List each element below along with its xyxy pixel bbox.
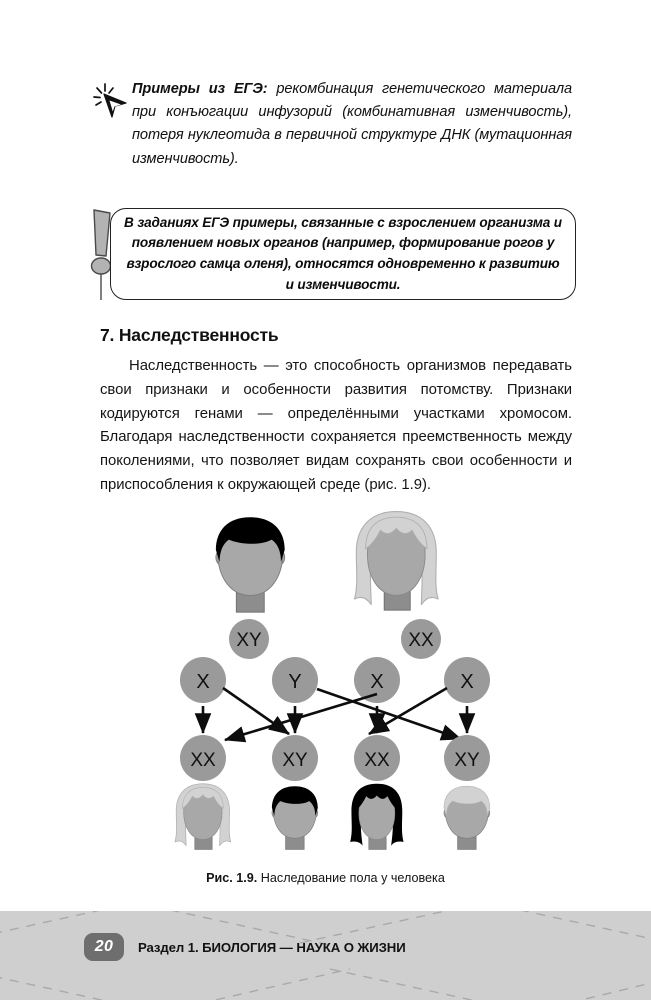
section-paragraph: Наследственность — это способность орган… — [100, 358, 572, 493]
ege-example-text: Примеры из ЕГЭ: рекомбинация генетическо… — [132, 78, 572, 171]
gamete-circle-4: X — [444, 657, 490, 703]
running-title: Раздел 1. БИОЛОГИЯ — НАУКА О ЖИЗНИ — [138, 939, 406, 955]
page-footer: 20 Раздел 1. БИОЛОГИЯ — НАУКА О ЖИЗНИ — [0, 911, 651, 1000]
genotype-circle-mother: XX — [401, 619, 441, 659]
svg-text:X: X — [370, 671, 383, 693]
svg-text:Y: Y — [288, 671, 301, 693]
svg-text:XX: XX — [408, 630, 434, 651]
gamete-circle-2: Y — [272, 657, 318, 703]
figure-caption: Рис. 1.9. Наследование пола у человека — [0, 871, 651, 885]
gamete-circle-1: X — [180, 657, 226, 703]
svg-text:XY: XY — [282, 750, 308, 771]
ege-example-block: Примеры из ЕГЭ: рекомбинация генетическо… — [92, 78, 572, 171]
offspring-circle-2: XY — [272, 735, 318, 781]
footer-pattern — [0, 911, 651, 1000]
genotype-circle-father: XY — [229, 619, 269, 659]
gamete-circle-3: X — [354, 657, 400, 703]
sparkle-cursor-icon — [92, 82, 132, 131]
parent-mother-figure — [353, 511, 439, 611]
child-figure-2 — [271, 785, 319, 850]
svg-text:XX: XX — [364, 750, 390, 771]
svg-text:XY: XY — [236, 630, 262, 651]
figure-caption-text: Наследование пола у человека — [257, 871, 445, 885]
important-callout: В заданиях ЕГЭ примеры, связанные с взро… — [84, 202, 576, 304]
page-number-badge: 20 — [84, 933, 124, 961]
figure-caption-number: Рис. 1.9. — [206, 871, 258, 885]
callout-text: В заданиях ЕГЭ примеры, связанные с взро… — [124, 214, 562, 292]
offspring-circle-3: XX — [354, 735, 400, 781]
svg-text:X: X — [460, 671, 473, 693]
svg-text:X: X — [196, 671, 209, 693]
crossing-arrows — [222, 686, 462, 743]
svg-text:XY: XY — [454, 750, 480, 771]
vertical-arrows — [194, 706, 476, 735]
ege-example-body: рекомбинация генетического материала при… — [132, 81, 572, 167]
ege-example-label: Примеры из ЕГЭ: — [132, 81, 268, 97]
parent-father-figure — [215, 516, 286, 613]
offspring-circle-1: XX — [180, 735, 226, 781]
child-figure-1 — [174, 783, 232, 850]
offspring-circle-4: XY — [444, 735, 490, 781]
section-heading: 7. Наследственность — [100, 325, 279, 345]
callout-box: В заданиях ЕГЭ примеры, связанные с взро… — [110, 208, 576, 300]
inheritance-diagram: XY XX X Y X X — [165, 508, 495, 868]
child-figure-3 — [349, 783, 404, 850]
svg-text:XX: XX — [190, 750, 216, 771]
child-figure-4 — [443, 785, 491, 850]
